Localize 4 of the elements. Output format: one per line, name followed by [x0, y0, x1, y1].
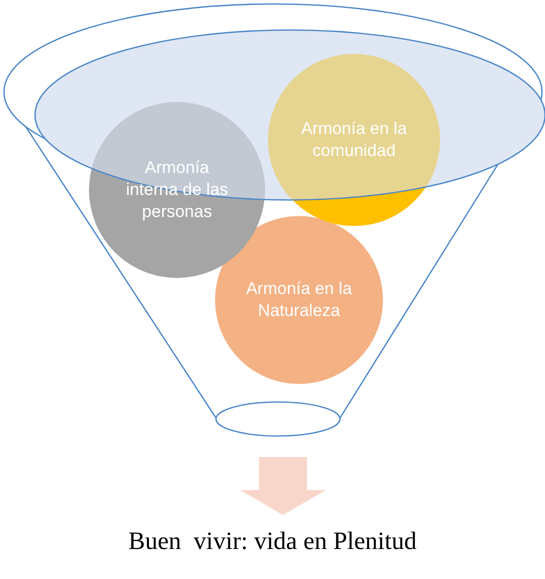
conclusion-text: Buen vivir: vida en Plenitud	[40, 528, 505, 556]
block-arrow	[240, 457, 326, 515]
circle-label: Armonía en la comunidad	[300, 118, 408, 162]
circle-label: Armonía en la Naturaleza	[245, 278, 353, 322]
